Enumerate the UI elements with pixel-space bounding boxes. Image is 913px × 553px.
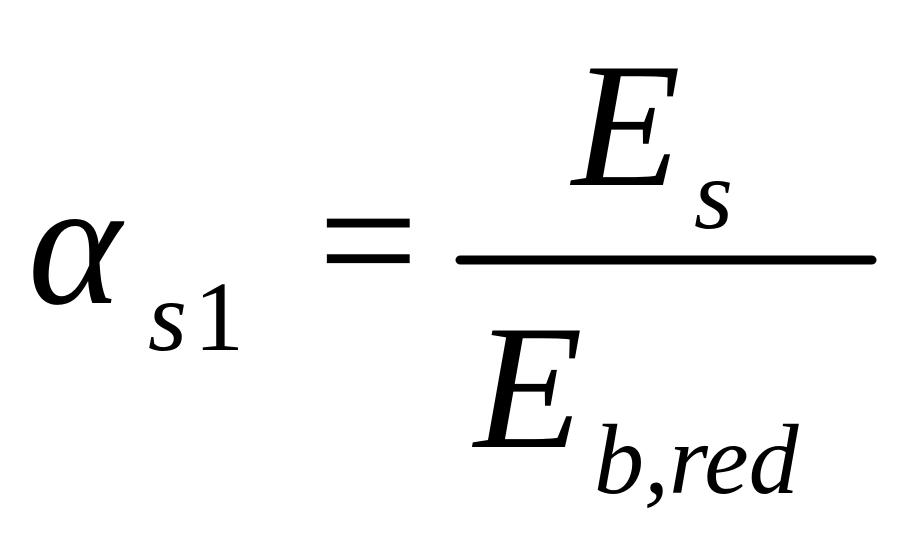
- lhs-subscript-digit: 1: [194, 261, 244, 372]
- denominator-subscript: b,red: [594, 404, 800, 515]
- alpha-symbol: α: [28, 144, 125, 342]
- numerator-symbol: E: [569, 26, 681, 224]
- equals-sign: =: [318, 141, 418, 339]
- numerator-subscript: s: [694, 139, 733, 250]
- denominator-symbol: E: [471, 288, 583, 486]
- lhs-subscript-letter: s: [148, 261, 187, 372]
